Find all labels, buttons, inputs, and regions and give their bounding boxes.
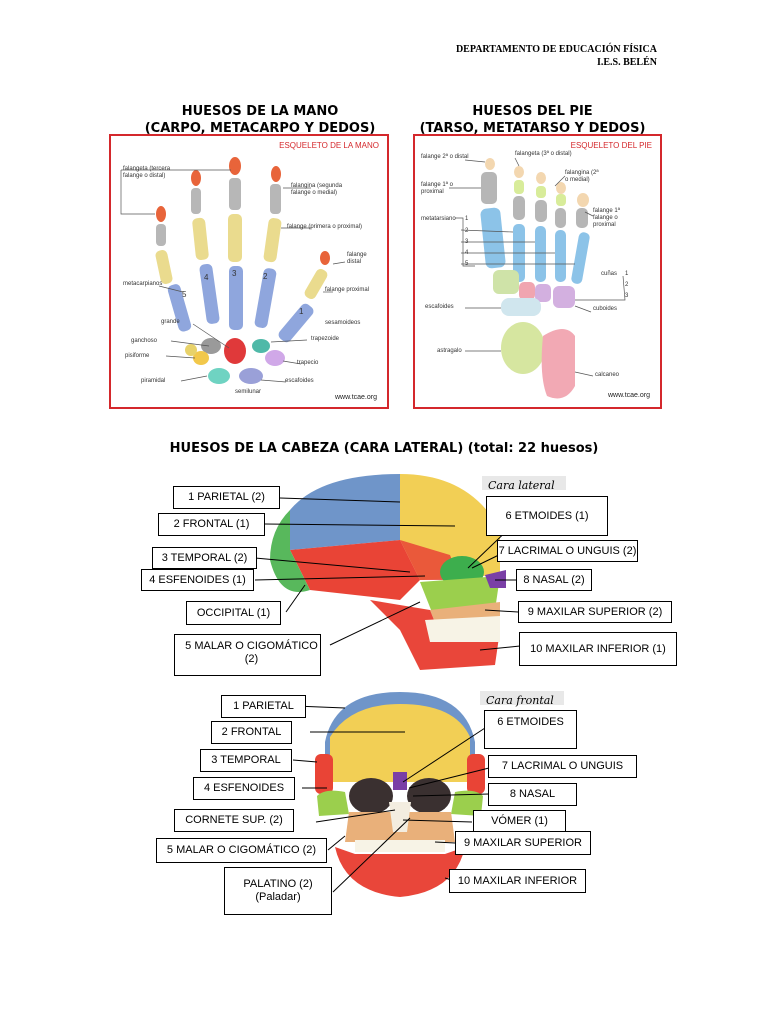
lateral-label-etmoides: 6 ETMOIDES (1)	[486, 496, 608, 536]
foot-number-1: 1	[465, 216, 469, 222]
foot-label-falange-1: falange 1ª o proximal	[421, 182, 453, 195]
hand-label-falangeta: falangeta (tercera falange o distal)	[123, 166, 171, 179]
hand-label-semilunar: semilunar	[235, 389, 262, 395]
frontal-label-malar: 5 MALAR O CIGOMÁTICO (2)	[156, 838, 327, 863]
foot-title: HUESOS DEL PIE (TARSO, METATARSO Y DEDOS…	[405, 103, 660, 137]
hand-label-metacarpianos: metacarpianos	[123, 281, 163, 287]
lateral-label-temporal: 3 TEMPORAL (2)	[152, 547, 257, 569]
foot-number-5: 5	[465, 261, 469, 267]
frontal-label-maxilar-inferior: 10 MAXILAR INFERIOR	[449, 869, 586, 893]
hand-label-falange: falange (primera o proximal)	[287, 224, 363, 230]
hand-title: HUESOS DE LA MANO (CARPO, METACARPO Y DE…	[110, 103, 410, 137]
foot-panel-title: ESQUELETO DEL PIE	[570, 141, 652, 150]
hand-title-line1: HUESOS DE LA MANO	[181, 104, 339, 119]
hand-panel-title: ESQUELETO DE LA MANO	[279, 141, 379, 150]
frontal-label-frontal: 2 FRONTAL	[211, 721, 292, 744]
frontal-skull-header: Cara frontal	[480, 691, 564, 707]
foot-source-credit: www.tcae.org	[607, 392, 650, 399]
foot-title-line1: HUESOS DEL PIE	[472, 104, 593, 119]
frontal-label-parietal: 1 PARIETAL	[221, 695, 306, 718]
foot-label-astragalo: astragalo	[437, 348, 462, 354]
hand-diagram-panel: ESQUELETO DE LA MANO	[109, 134, 389, 409]
hand-label-falange-distal: falange distal	[347, 252, 367, 265]
frontal-label-etmoides: 6 ETMOIDES	[484, 710, 577, 749]
lateral-skull-header: Cara lateral	[482, 476, 566, 492]
head-title: HUESOS DE LA CABEZA (CARA LATERAL) (tota…	[169, 441, 599, 456]
foot-cuna-2: 2	[625, 282, 629, 288]
lateral-skull-header-text: Cara lateral	[488, 479, 555, 492]
lateral-label-occipital: OCCIPITAL (1)	[186, 601, 281, 625]
foot-number-2: 2	[465, 228, 469, 234]
hand-source-credit: www.tcae.org	[334, 394, 377, 401]
hand-number-3: 3	[232, 269, 237, 278]
frontal-label-maxilar-superior: 9 MAXILAR SUPERIOR	[455, 831, 591, 855]
lateral-skull-illustration	[254, 474, 521, 670]
frontal-skull-illustration	[292, 692, 490, 897]
foot-diagram-panel: ESQUELETO DEL PIE	[413, 134, 662, 409]
frontal-label-lacrimal: 7 LACRIMAL O UNGUIS	[488, 755, 637, 778]
hand-label-pisiforme: pisiforme	[125, 353, 150, 359]
foot-label-cunas: cuñas	[601, 271, 618, 277]
foot-label-falange-2: falange 2ª o distal	[421, 154, 469, 160]
hand-number-2: 2	[263, 272, 268, 281]
foot-label-falange-1-b: falange 1ª falange o proximal	[593, 208, 620, 228]
foot-label-escafoides: escafoides	[425, 304, 454, 310]
foot-cuna-3: 3	[625, 293, 629, 299]
hand-label-falangina: falangina (segunda falange o medial)	[291, 183, 343, 196]
hand-label-piramidal: piramidal	[141, 378, 166, 384]
document-header: DEPARTAMENTO DE EDUCACIÓN FÍSICA I.E.S. …	[420, 43, 657, 69]
foot-number-4: 4	[465, 250, 469, 256]
lateral-label-maxilar-superior: 9 MAXILAR SUPERIOR (2)	[518, 601, 672, 623]
hand-label-escafoides: escafoides	[285, 378, 314, 384]
foot-cuna-1: 1	[625, 271, 629, 277]
school-name: I.E.S. BELÉN	[596, 57, 657, 68]
frontal-label-nasal: 8 NASAL	[488, 783, 577, 806]
hand-label-sesamoideos: sesamoideos	[325, 320, 361, 326]
foot-number-3: 3	[465, 239, 469, 245]
hand-number-5: 5	[182, 290, 187, 299]
frontal-label-palatino-line1: PALATINO (2)	[243, 878, 313, 890]
lateral-label-lacrimal: 7 LACRIMAL O UNGUIS (2)	[497, 540, 638, 562]
hand-label-trapezoide: trapezoide	[311, 336, 340, 342]
frontal-skull-header-text: Cara frontal	[486, 694, 554, 707]
department-name: DEPARTAMENTO DE EDUCACIÓN FÍSICA	[455, 44, 657, 55]
foot-label-calcaneo: calcaneo	[595, 372, 620, 378]
foot-skeleton-illustration	[449, 157, 626, 399]
lateral-label-parietal: 1 PARIETAL (2)	[173, 486, 280, 509]
hand-label-grande: grande	[161, 319, 180, 325]
hand-label-falange-proximal: falange proximal	[325, 287, 370, 293]
frontal-label-palatino: PALATINO (2) (Paladar)	[224, 867, 332, 915]
lateral-label-malar: 5 MALAR O CIGOMÁTICO (2)	[174, 634, 321, 676]
hand-skeleton-illustration	[120, 157, 346, 384]
lateral-label-esfenoides: 4 ESFENOIDES (1)	[141, 569, 254, 591]
hand-label-trapecio: trapecio	[297, 360, 319, 366]
frontal-label-vomer: VÓMER (1)	[473, 810, 566, 833]
foot-label-metatarsiano: metatarsiano	[421, 216, 456, 222]
frontal-label-cornete: CORNETE SUP. (2)	[174, 809, 294, 832]
lateral-label-nasal: 8 NASAL (2)	[516, 569, 592, 591]
lateral-label-frontal: 2 FRONTAL (1)	[158, 513, 265, 536]
hand-number-1: 1	[299, 307, 304, 316]
foot-label-falangeta: falangeta (3ª o distal)	[515, 151, 572, 157]
foot-title-line2: (TARSO, METATARSO Y DEDOS)	[419, 121, 646, 136]
hand-number-4: 4	[204, 273, 209, 282]
lateral-label-maxilar-inferior: 10 MAXILAR INFERIOR (1)	[519, 632, 677, 666]
foot-label-falangina: falangina (2ª o medial)	[565, 170, 599, 183]
hand-label-ganchoso: ganchoso	[131, 338, 158, 344]
frontal-label-esfenoides: 4 ESFENOIDES	[193, 777, 295, 800]
frontal-label-temporal: 3 TEMPORAL	[200, 749, 292, 772]
frontal-label-palatino-line2: (Paladar)	[255, 891, 301, 903]
hand-title-line2: (CARPO, METACARPO Y DEDOS)	[144, 121, 376, 136]
foot-label-cuboides: cuboides	[593, 306, 618, 312]
